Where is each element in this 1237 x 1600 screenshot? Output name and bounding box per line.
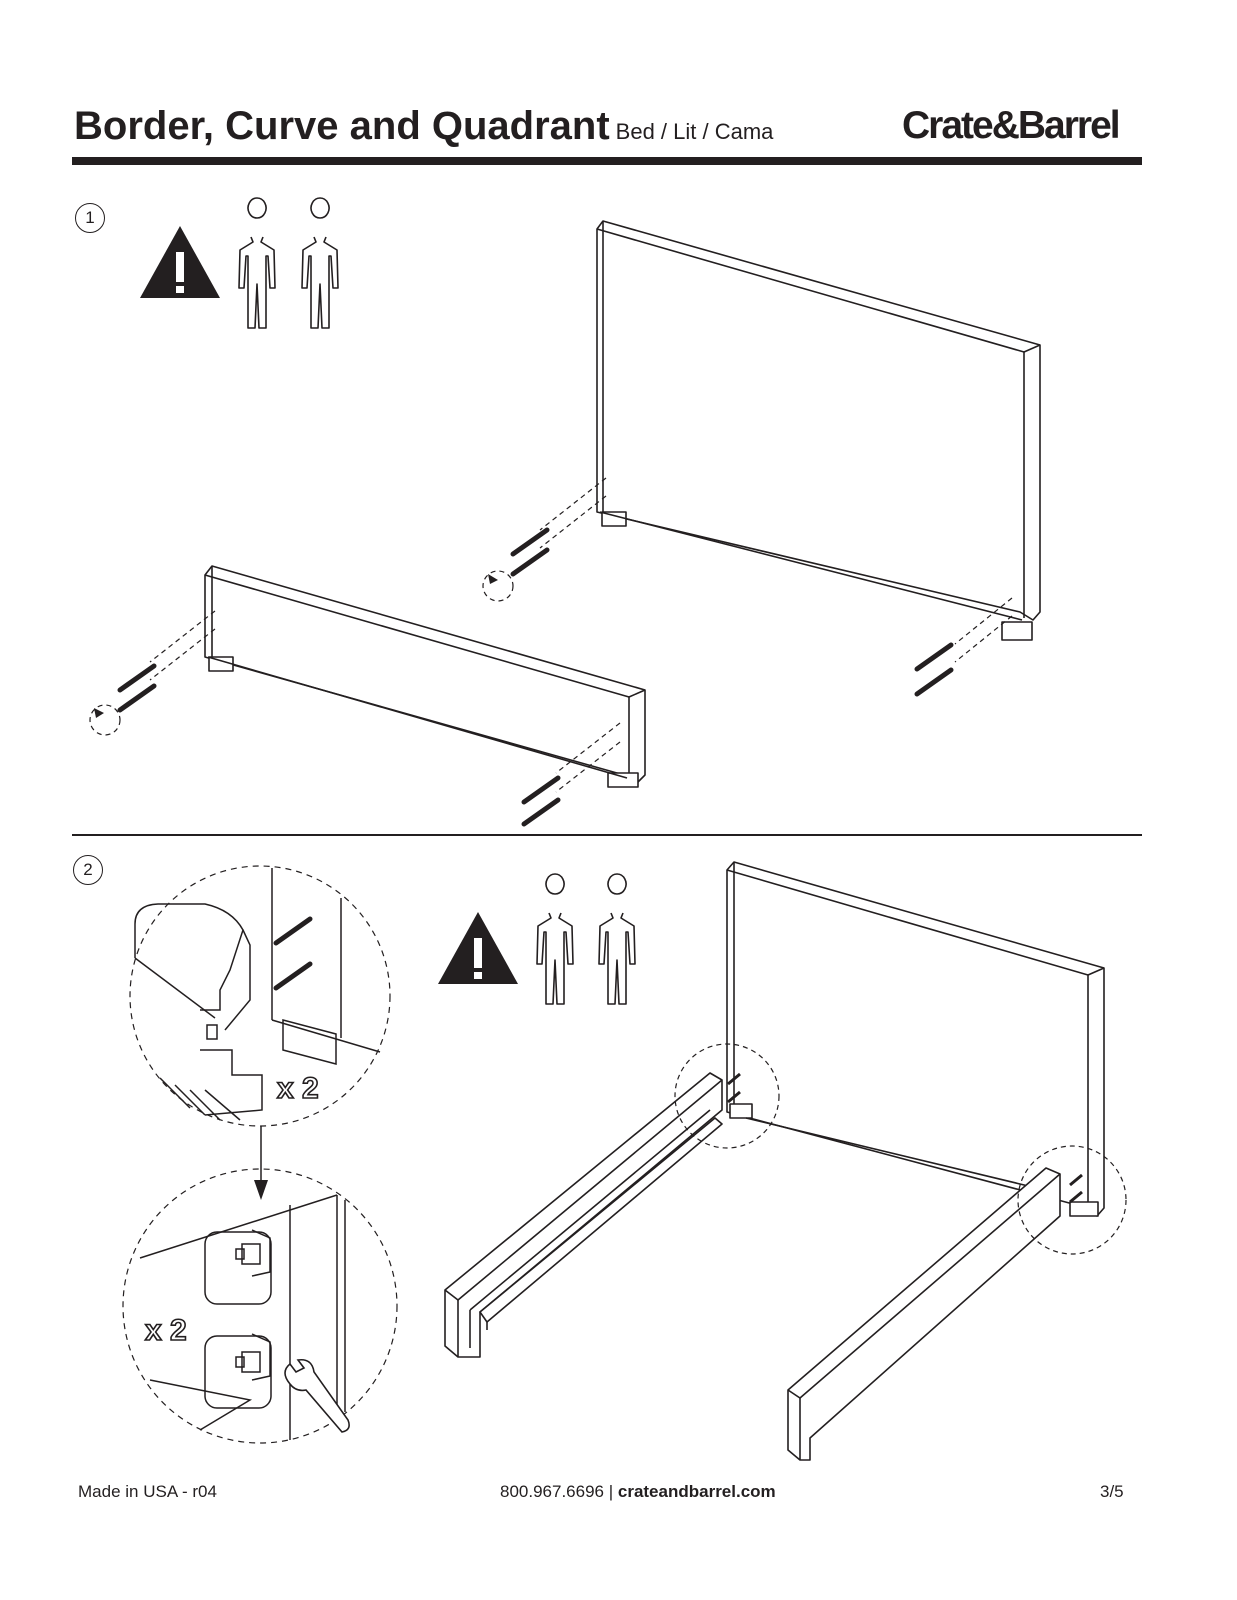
person-icon: [238, 197, 276, 329]
quantity-multiplier: x 2: [144, 1313, 187, 1348]
warning-triangle-icon: [140, 226, 220, 298]
page-number: 3/5: [1100, 1482, 1124, 1501]
warning-triangle-icon: [438, 912, 518, 984]
person-icon: [598, 873, 636, 1005]
person-icon: [536, 873, 574, 1005]
contact-info: 800.967.6696 | crateandbarrel.com: [500, 1482, 776, 1502]
product-subtitle: Bed / Lit / Cama: [615, 119, 774, 144]
product-name: Border, Curve and Quadrant: [74, 104, 610, 148]
made-in-label: Made in USA - r04: [78, 1482, 217, 1501]
detail-circle-brackets: [122, 1168, 398, 1444]
side-rail-illustration: [444, 1072, 723, 1358]
step-2-number: 2: [73, 855, 103, 885]
brand-logo: Crate&Barrel: [902, 104, 1121, 147]
headboard-illustration: [596, 220, 1041, 641]
wrench-icon: [284, 1358, 350, 1433]
quantity-multiplier: x 2: [276, 1071, 319, 1106]
step-divider: [72, 834, 1142, 836]
person-icon: [301, 197, 339, 329]
website-link[interactable]: crateandbarrel.com: [617, 1482, 776, 1501]
step-1-number: 1: [75, 203, 105, 233]
side-rail-illustration: [787, 1167, 1061, 1461]
detail-circle-bolts: [129, 865, 391, 1127]
header-rule: [72, 157, 1142, 165]
headboard-illustration: [726, 861, 1105, 1217]
phone-number: 800.967.6696 |: [500, 1482, 614, 1501]
footboard-illustration: [204, 565, 646, 788]
